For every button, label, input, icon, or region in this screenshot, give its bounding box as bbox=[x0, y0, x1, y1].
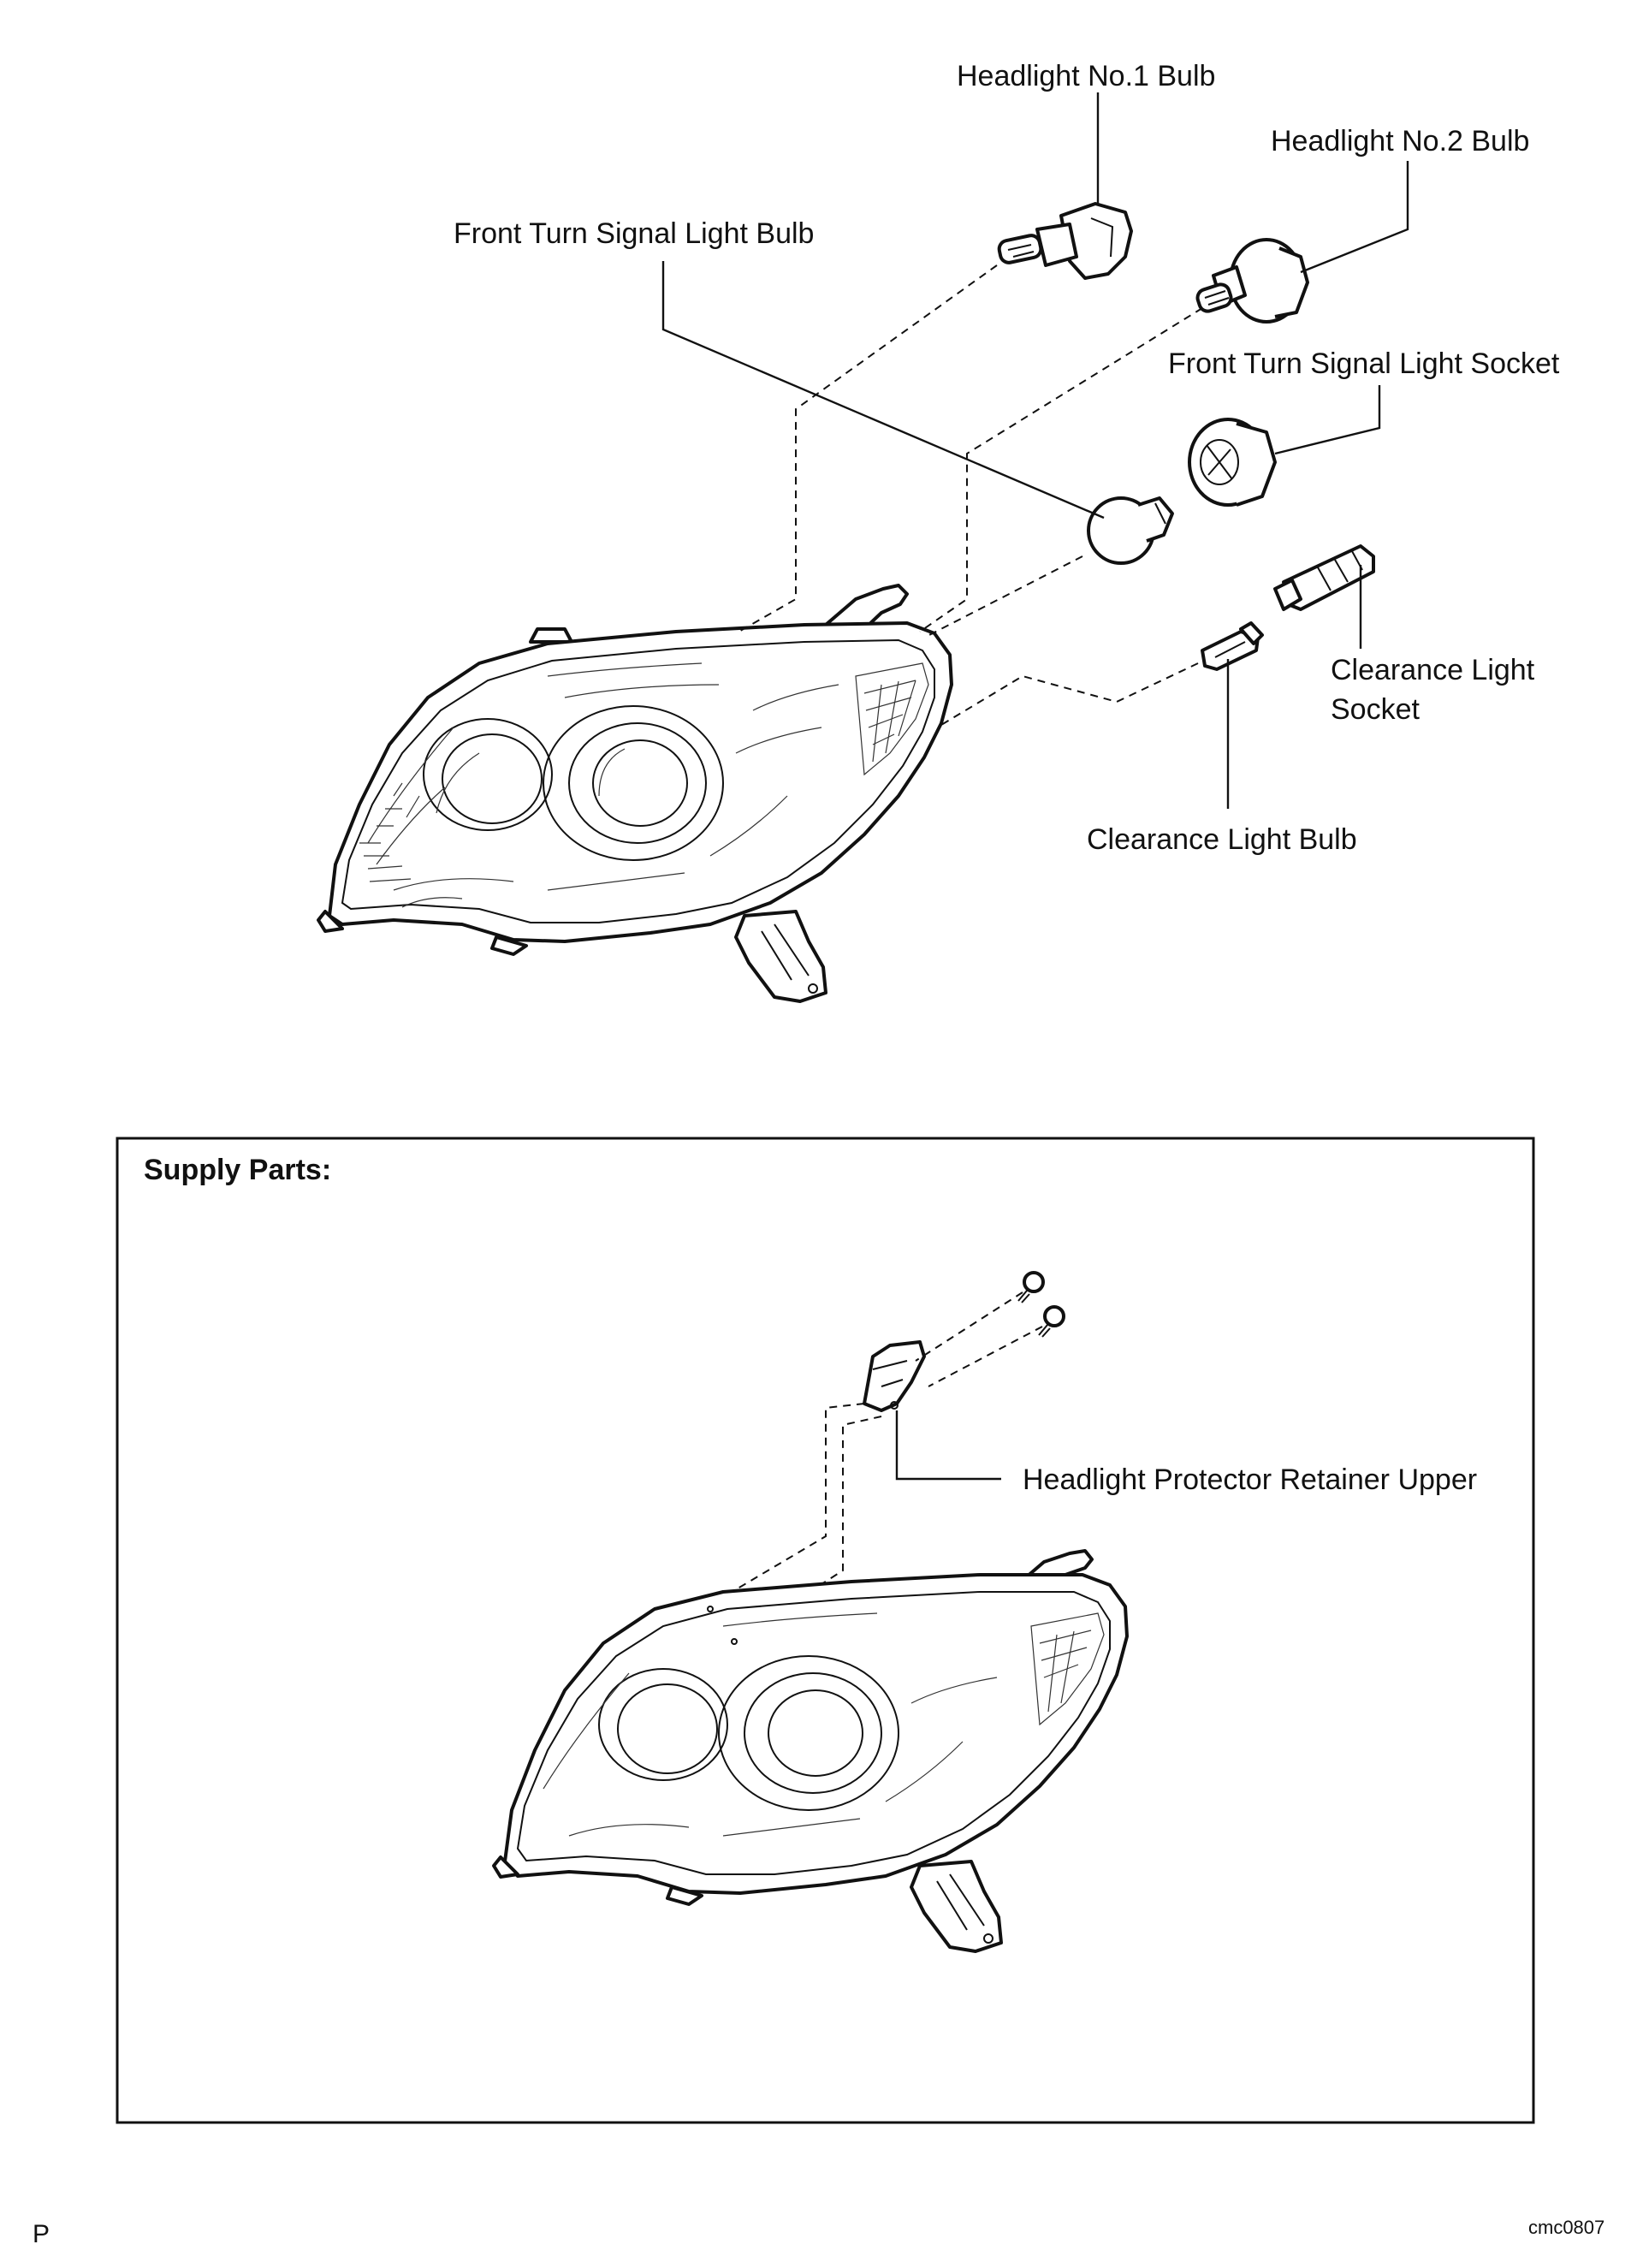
headlight-assembly-top bbox=[317, 584, 953, 1003]
installation-paths-top bbox=[735, 264, 1203, 728]
headlight-protector-retainer-upper-icon bbox=[863, 1340, 926, 1412]
headlight-assembly-box bbox=[492, 1549, 1129, 1953]
label-headlight-protector-retainer-upper: Headlight Protector Retainer Upper bbox=[1023, 1464, 1477, 1496]
leader-lines-top bbox=[661, 92, 1409, 809]
supply-parts-box bbox=[116, 1137, 1535, 2124]
headlight-no1-bulb-icon bbox=[997, 202, 1133, 280]
supply-parts-title: Supply Parts: bbox=[144, 1154, 331, 1186]
label-clearance-light-socket-2: Socket bbox=[1331, 693, 1420, 726]
figure-code: cmc0807 bbox=[1528, 2217, 1604, 2238]
leader-line-retainer bbox=[895, 1410, 1001, 1481]
label-clearance-light-socket-1: Clearance Light bbox=[1331, 654, 1535, 686]
screw-icon bbox=[1017, 1271, 1065, 1338]
front-turn-signal-bulb-icon bbox=[1087, 496, 1174, 565]
clearance-light-socket-icon bbox=[1273, 544, 1375, 611]
label-headlight-no2-bulb: Headlight No.2 Bulb bbox=[1271, 125, 1529, 157]
label-headlight-no1-bulb: Headlight No.1 Bulb bbox=[957, 60, 1215, 92]
headlight-no2-bulb-icon bbox=[1195, 238, 1309, 324]
front-turn-signal-socket-icon bbox=[1188, 418, 1277, 507]
clearance-light-bulb-icon bbox=[1201, 621, 1264, 671]
label-front-turn-signal-bulb: Front Turn Signal Light Bulb bbox=[454, 217, 814, 250]
label-front-turn-signal-socket: Front Turn Signal Light Socket bbox=[1168, 347, 1560, 380]
label-clearance-light-bulb: Clearance Light Bulb bbox=[1087, 823, 1357, 856]
page-marker: P bbox=[33, 2220, 50, 2248]
